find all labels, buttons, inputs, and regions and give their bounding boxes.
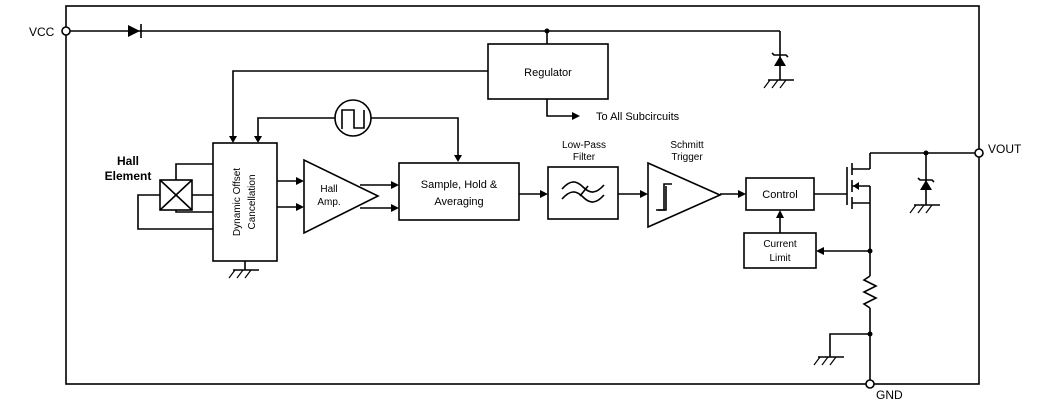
hall-element-label-2: Element <box>105 169 152 183</box>
current-limit-label-1: Current <box>763 239 797 250</box>
vcc-pin-label: VCC <box>29 25 55 39</box>
offset-cancellation-label-2: Cancellation <box>247 174 258 229</box>
hall-amp-label-2: Amp. <box>317 197 340 208</box>
mosfet-icon <box>846 153 871 209</box>
diode-icon <box>128 24 142 38</box>
current-limit-label-2: Limit <box>769 253 790 264</box>
lowpass-label-2: Filter <box>573 152 596 163</box>
ground-icon <box>909 204 940 214</box>
current-limit-block <box>743 232 817 269</box>
schmitt-label-2: Trigger <box>671 152 703 163</box>
hall-element-icon <box>159 179 193 211</box>
sample-hold-label-2: Averaging <box>434 196 483 208</box>
regulator-block <box>487 43 609 100</box>
zener-diode-icon <box>917 177 935 190</box>
control-block <box>745 177 815 211</box>
schmitt-label-1: Schmitt <box>670 140 704 151</box>
chip-outline <box>65 5 980 385</box>
ground-icon <box>228 261 259 279</box>
control-label: Control <box>762 189 797 201</box>
sample-hold-label-1: Sample, Hold & <box>421 179 498 191</box>
lowpass-wave-icon <box>561 181 605 203</box>
gnd-pin <box>865 379 875 389</box>
subcircuits-label: To All Subcircuits <box>596 111 680 123</box>
resistor-icon <box>862 275 878 309</box>
gnd-pin-label: GND <box>876 388 903 402</box>
lowpass-label-1: Low-Pass <box>562 140 606 151</box>
zener-diode-icon <box>771 52 789 66</box>
hall-amp-block <box>303 158 380 235</box>
vout-pin <box>974 148 984 158</box>
offset-cancellation-label-1: Dynamic Offset <box>232 168 243 236</box>
regulator-label: Regulator <box>524 67 572 79</box>
offset-cancellation-block <box>212 142 278 262</box>
vcc-pin <box>61 26 71 36</box>
ground-icon <box>763 70 794 89</box>
ground-icon <box>813 356 844 366</box>
square-wave-clock-icon <box>341 109 365 129</box>
hall-amp-label-1: Hall <box>320 184 337 195</box>
clock-oscillator <box>334 99 372 137</box>
schmitt-trigger-block <box>647 161 722 229</box>
hall-element-label-1: Hall <box>117 154 139 168</box>
sample-hold-block <box>398 162 520 221</box>
vout-pin-label: VOUT <box>988 142 1022 156</box>
